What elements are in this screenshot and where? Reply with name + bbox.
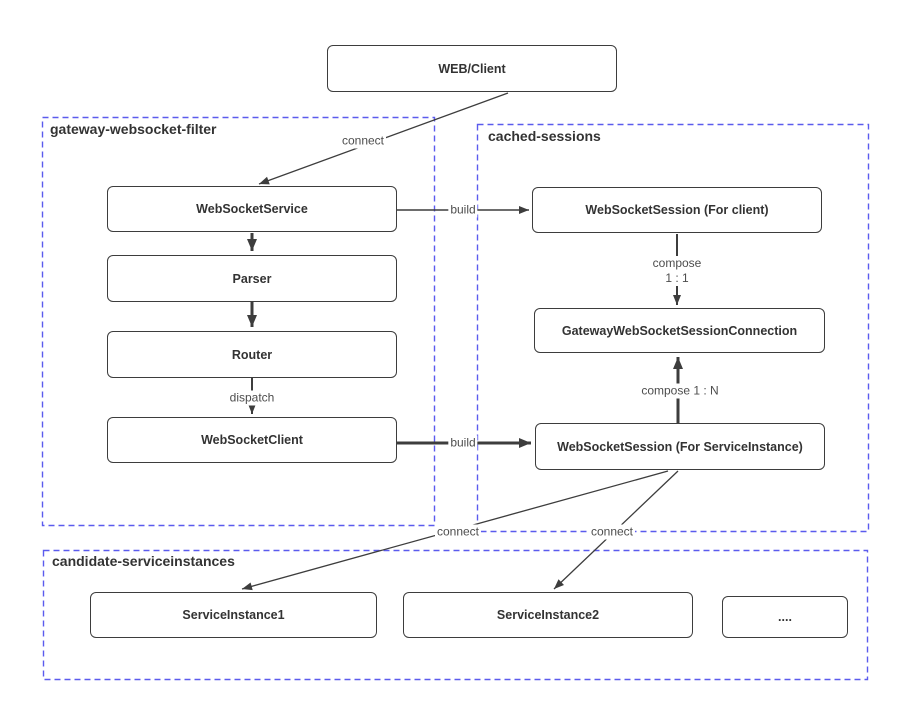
node-web-client: WEB/Client (327, 45, 617, 92)
node-service-instance-1: ServiceInstance1 (90, 592, 377, 638)
edge-label-compose-1-1: compose 1 : 1 (650, 256, 704, 286)
node-ws-session-serviceinstance: WebSocketSession (For ServiceInstance) (535, 423, 825, 470)
edge-label-compose-line2: 1 : 1 (665, 271, 689, 285)
node-gateway-ws-session-connection: GatewayWebSocketSessionConnection (534, 308, 825, 353)
container-title-gateway-websocket-filter: gateway-websocket-filter (50, 121, 217, 137)
edge-label-connect-top: connect (339, 133, 387, 149)
node-router: Router (107, 331, 397, 378)
edge-label-dispatch: dispatch (227, 390, 277, 406)
node-service-instance-2: ServiceInstance2 (403, 592, 693, 638)
edge-label-connect-instance1: connect (434, 524, 482, 540)
node-websocket-client: WebSocketClient (107, 417, 397, 463)
container-title-candidate-serviceinstances: candidate-serviceinstances (52, 553, 235, 569)
edge-label-compose-line1: compose (652, 256, 702, 270)
container-gateway-websocket-filter (41, 116, 436, 527)
edge-label-build-bottom: build (448, 435, 478, 451)
edge-label-build-top: build (448, 202, 478, 218)
edge-label-connect-instance2: connect (588, 524, 636, 540)
node-more-instances: .... (722, 596, 848, 638)
node-parser: Parser (107, 255, 397, 302)
container-title-cached-sessions: cached-sessions (488, 128, 601, 144)
container-cached-sessions (476, 123, 870, 533)
node-ws-session-client: WebSocketSession (For client) (532, 187, 822, 233)
container-candidate-serviceinstances (42, 549, 869, 681)
node-websocket-service: WebSocketService (107, 186, 397, 232)
edge-label-compose-1-n: compose 1 : N (639, 383, 721, 399)
